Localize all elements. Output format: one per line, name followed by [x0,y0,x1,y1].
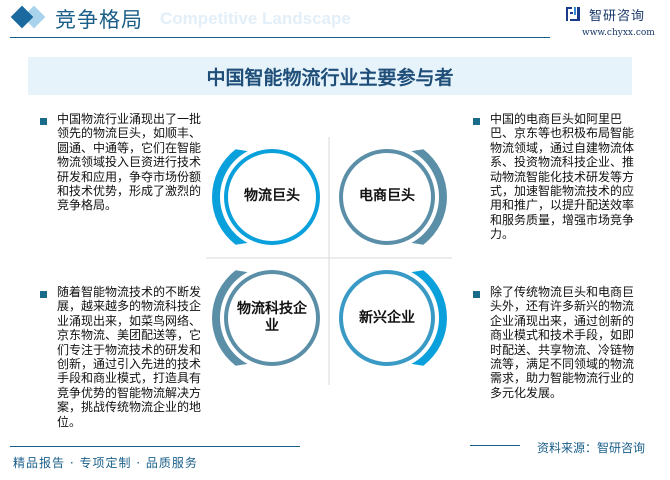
bullet-icon [473,118,480,125]
header-subtitle: Competitive Landscape [160,9,351,28]
category-label-ecommerce-giants: 电商巨头 [359,188,415,204]
header-divider [10,37,550,38]
category-label-logistics-giants: 物流巨头 [244,188,300,204]
source-divider [470,445,520,446]
text-logistics-tech: 随着智能物流技术的不断发展，越来越多的物流科技企业涌现出来，如菜鸟网络、京东物流… [57,285,202,429]
header-title: 竞争格局 [55,8,143,32]
bullet-icon [40,118,47,125]
crescent-logistics-tech [212,270,248,366]
logo-url: www.chyxx.com [582,28,655,38]
ring-ecommerce-giants [339,149,435,245]
category-label-emerging: 新兴企业 [359,310,415,326]
bullet-icon [40,291,47,298]
crescent-ecommerce-giants [411,149,447,245]
text-emerging: 除了传统物流巨头和电商巨头外，还有许多新兴的物流企业涌现出来，通过创新的商业模式… [490,285,635,400]
bullet-icon [473,291,480,298]
section-title-bar: 中国智能物流行业主要参与者 [28,57,632,95]
data-source: 资料来源：智研咨询 [537,441,646,455]
ring-logistics-tech [224,270,320,366]
category-rings [212,149,447,366]
text-logistics-giants: 中国物流行业涌现出了一批领先的物流巨头，如顺丰、圆通、中通等，它们在智能物流领域… [57,112,202,213]
text-ecommerce-giants: 中国的电商巨头如阿里巴巴、京东等也积极布局智能物流领域，通过自建物流体系、投资物… [490,112,635,242]
ring-logistics-giants [224,149,320,245]
crescent-logistics-giants [212,149,248,245]
footer-divider [10,446,300,447]
category-label-logistics-tech: 物流科技企业 [237,301,307,334]
crescent-emerging [411,270,447,366]
footer-slogan: 精品报告 · 专项定制 · 品质服务 [13,456,198,470]
ring-emerging [339,270,435,366]
logo-name: 智研咨询 [589,9,646,24]
section-title: 中国智能物流行业主要参与者 [206,66,454,89]
logo-icon [566,7,580,21]
